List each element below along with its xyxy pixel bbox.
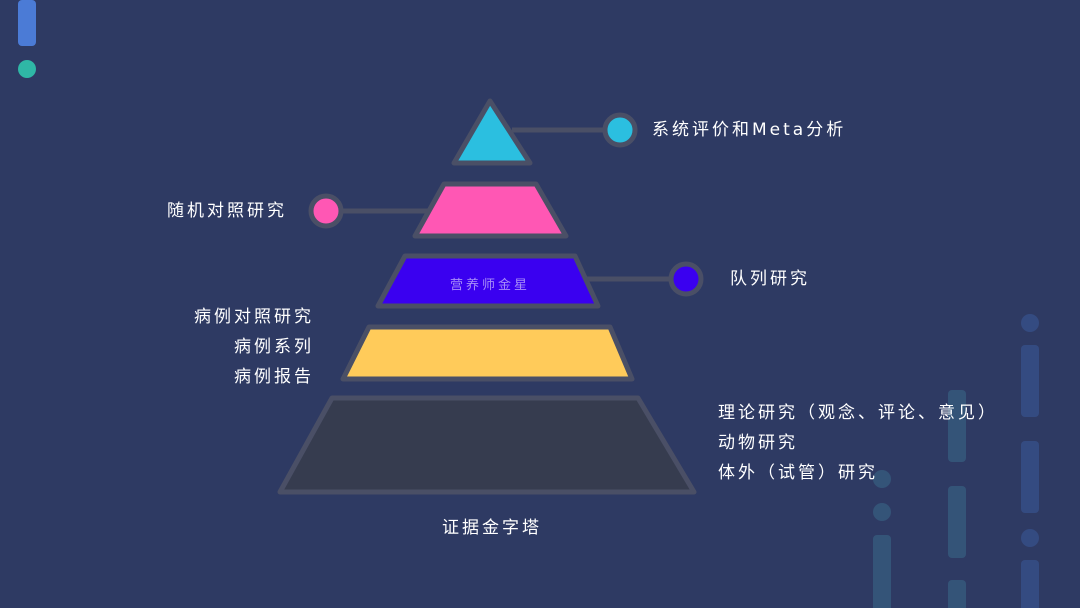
deco-bars-bottom-right — [873, 314, 1039, 608]
label-level-4-line-2: 病例系列 — [234, 337, 314, 357]
pyramid-level-3 — [375, 253, 601, 309]
label-level-5-line-1: 理论研究（观念、评论、意见） — [718, 403, 998, 423]
marker-level-3 — [668, 261, 704, 297]
label-level-5-line-2: 动物研究 — [718, 433, 798, 453]
label-level-4-line-1: 病例对照研究 — [194, 307, 314, 327]
deco-bar-top-left — [18, 0, 36, 46]
pyramid-level-4 — [340, 324, 635, 382]
label-level-4-line-3: 病例报告 — [234, 367, 314, 387]
labels-level-4: 病例对照研究 病例系列 病例报告 — [194, 302, 314, 392]
label-level-5-line-3: 体外（试管）研究 — [718, 463, 878, 483]
pyramid-level-5 — [277, 395, 697, 495]
label-level-3: 队列研究 — [730, 269, 810, 289]
labels-level-5: 理论研究（观念、评论、意见） 动物研究 体外（试管）研究 — [718, 398, 998, 488]
label-level-1: 系统评价和Meta分析 — [652, 120, 847, 140]
pyramid-level-2 — [412, 181, 569, 239]
deco-dot-top-left — [18, 60, 36, 78]
watermark-text: 营养师金星 — [450, 278, 531, 293]
pyramid-caption: 证据金字塔 — [442, 518, 542, 538]
label-level-2: 随机对照研究 — [167, 201, 287, 221]
pyramid-level-1 — [451, 98, 533, 166]
marker-level-1 — [602, 112, 638, 148]
marker-level-2 — [308, 193, 344, 229]
